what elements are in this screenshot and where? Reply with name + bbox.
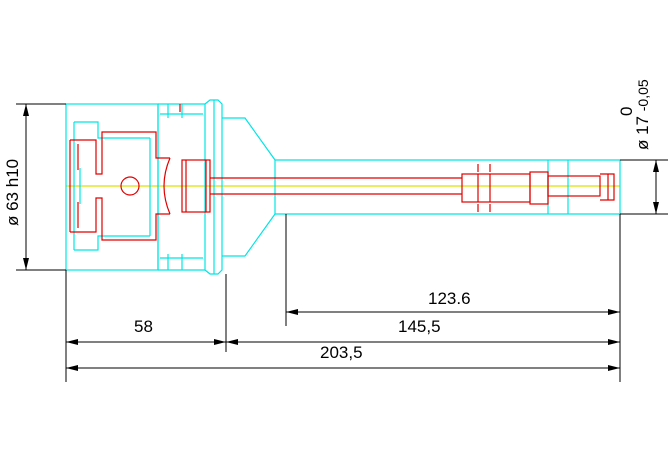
dim-shank-diameter-tol-lower: -0,05 [635,79,651,111]
dim-flange-diameter: ø 63 h10 [3,159,22,226]
dimension-lines [16,103,668,382]
holder-outline [65,99,621,275]
dimension-arrows [23,104,659,371]
dim-length-145-5: 145,5 [398,317,441,336]
dim-shank-diameter: ø 17 -0,05 [633,79,652,150]
holder-internal [69,104,615,241]
dim-length-123-6: 123.6 [428,289,471,308]
dim-length-203-5: 203,5 [320,343,363,362]
dim-length-58: 58 [134,317,153,336]
dim-shank-diameter-tol-upper: 0 [617,107,636,116]
dim-shank-diameter-base: ø 17 [633,116,652,150]
